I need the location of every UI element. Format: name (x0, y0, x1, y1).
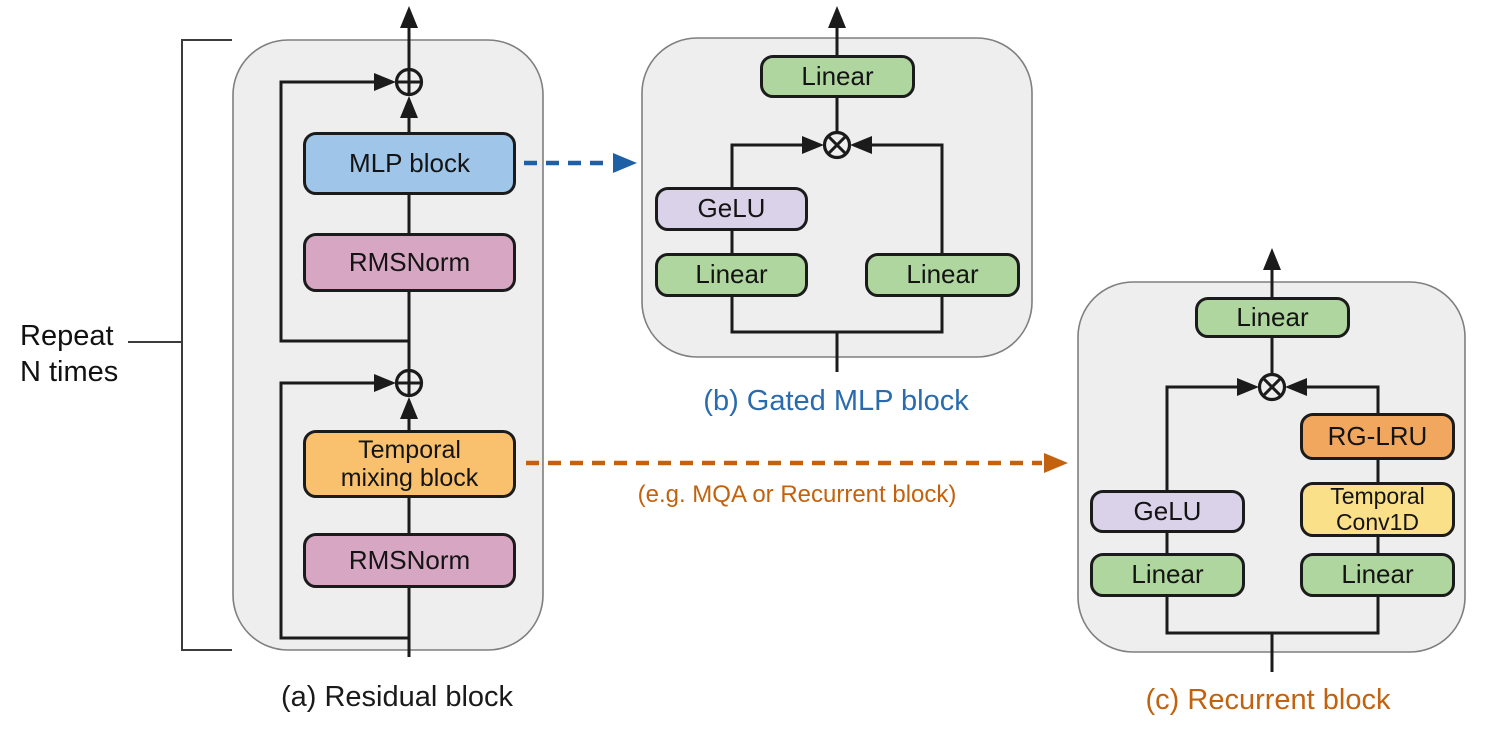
repeat-n-times-label: Repeat N times (20, 320, 119, 388)
gelu-box-c: GeLU (1090, 490, 1245, 533)
repeat-bracket (128, 39, 232, 651)
panel-b-wires (730, 6, 944, 372)
linear-out-box-c: Linear (1195, 297, 1350, 338)
output-arrowhead-a (400, 6, 418, 28)
output-arrowhead-c (1263, 248, 1281, 270)
linear-value-box-c: Linear (1300, 553, 1455, 597)
multiply-operator-b-icon (822, 130, 852, 160)
caption-recurrent-block: (c) Recurrent block (1145, 684, 1391, 716)
add-operator-top-icon (394, 67, 424, 97)
rg-lru-box: RG-LRU (1300, 413, 1455, 460)
linear-out-box-b: Linear (760, 55, 915, 98)
multiply-operator-c-icon (1257, 372, 1287, 402)
panel-a-wires (279, 6, 424, 657)
mlp-block-box: MLP block (303, 132, 516, 195)
rmsnorm-bottom-box: RMSNorm (303, 533, 516, 588)
caption-gated-mlp-block: (b) Gated MLP block (703, 385, 969, 417)
panel-c-wires (1165, 248, 1380, 672)
temporal-conv1d-box: Temporal Conv1D (1300, 482, 1455, 537)
output-arrowhead-b (828, 6, 846, 28)
caption-residual-block: (a) Residual block (280, 681, 514, 713)
mlp-expansion-dashed-arrow (524, 153, 637, 173)
temporal-mixing-note: (e.g. MQA or Recurrent block) (637, 481, 957, 508)
linear-gate-box-b: Linear (655, 253, 808, 297)
add-operator-bottom-icon (394, 368, 424, 398)
rmsnorm-top-box: RMSNorm (303, 233, 516, 292)
temporal-expansion-dashed-arrow (526, 453, 1068, 473)
temporal-mixing-block-box: Temporal mixing block (303, 430, 516, 498)
gelu-box-b: GeLU (655, 187, 808, 231)
linear-gate-box-c: Linear (1090, 553, 1245, 597)
linear-value-box-b: Linear (865, 253, 1020, 297)
